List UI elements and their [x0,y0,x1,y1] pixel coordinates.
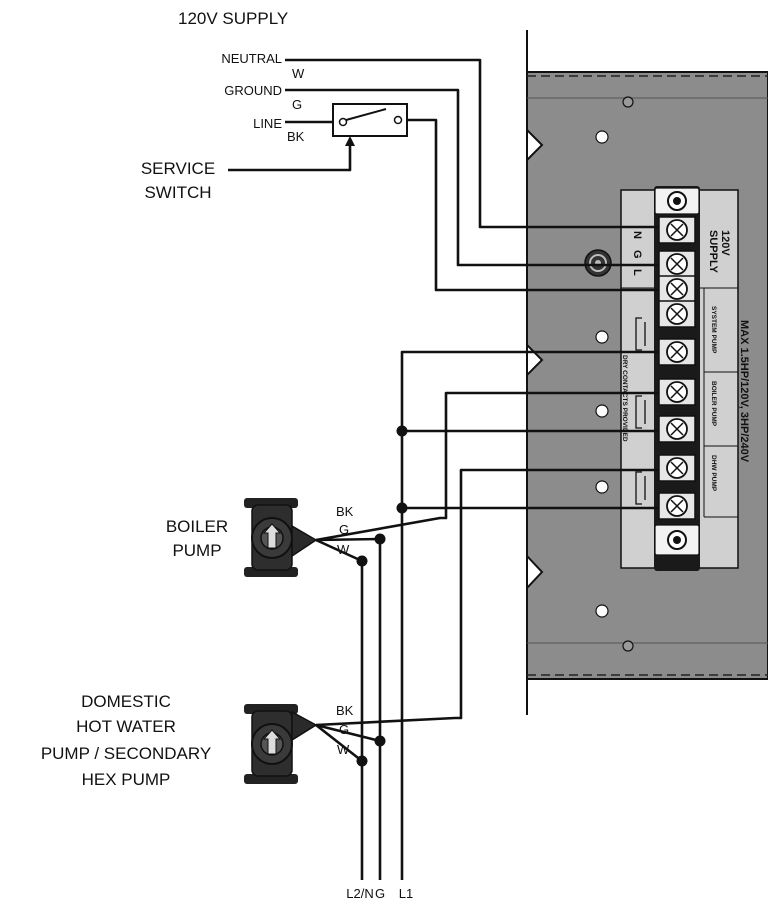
panel-hole [595,130,609,144]
label-dhw-pump: DHW PUMP [710,455,717,492]
line-color-bk: BK [287,129,305,144]
supply-title: 120V SUPPLY [178,9,288,28]
dhw-label-2: HOT WATER [76,717,176,736]
screw-g [658,250,696,278]
service-switch-label-2: SWITCH [144,183,211,202]
ground-color-g: G [292,97,302,112]
panel-hole [595,604,609,618]
ground-stud [584,249,612,277]
panel-hole [622,96,634,108]
terminal-screws [654,187,700,556]
boiler-g: G [339,522,349,537]
dhw-label-4: HEX PUMP [82,770,171,789]
label-dry-contacts: DRY CONTACTS PROVIDED [621,355,628,442]
dhw-w: W [337,742,350,757]
junction-dots [356,425,408,767]
label-l: L [631,269,643,276]
neutral-label: NEUTRAL [221,51,282,66]
dhw-label-3: PUMP / SECONDARY [41,744,211,763]
dhw-g: G [339,722,349,737]
ground-label: GROUND [224,83,282,98]
service-switch [332,103,408,137]
panel-hole [595,330,609,344]
panel-hole [622,640,634,652]
screw-system-1 [658,300,696,328]
dhw-pump-icon [244,704,318,784]
screw-dhw-2 [658,492,696,520]
screw-n [658,216,696,244]
label-n: N [631,231,643,239]
label-supply: SUPPLY [707,230,719,274]
screw-boiler-2 [658,415,696,443]
dry-contact-brackets [635,317,646,505]
bottom-l1: L1 [399,886,413,901]
screw-boiler-1 [658,378,696,406]
service-switch-label-1: SERVICE [141,159,215,178]
line-label: LINE [253,116,282,131]
panel-hole [595,480,609,494]
supply-wiring [228,58,662,292]
screw-dhw-1 [658,454,696,482]
dhw-label-1: DOMESTIC [81,692,171,711]
label-supply-120v: 120V [719,230,731,256]
screw-l [658,275,696,303]
panel-hole [595,404,609,418]
boiler-pump-icon [244,498,318,577]
bottom-g: G [375,886,385,901]
boiler-pump-label-2: PUMP [172,541,221,560]
dhw-bk: BK [336,703,354,718]
bottom-l2n: L2/N [346,886,373,901]
label-boiler-pump: BOILER PUMP [710,381,717,427]
boiler-w: W [337,542,350,557]
screw-system-2 [658,338,696,366]
diagram-labels: 120V SUPPLY NEUTRAL GROUND LINE W G BK S… [41,9,413,901]
terminal-labels: N G L 120V SUPPLY MAX 1.5HP/120V, 3HP/24… [621,230,750,492]
neutral-color-w: W [292,66,305,81]
label-system-pump: SYSTEM PUMP [710,306,717,354]
boiler-pump-label-1: BOILER [166,517,228,536]
label-g: G [631,250,643,259]
label-max-rating: MAX 1.5HP/120V, 3HP/240V [738,320,750,463]
boiler-bk: BK [336,504,354,519]
